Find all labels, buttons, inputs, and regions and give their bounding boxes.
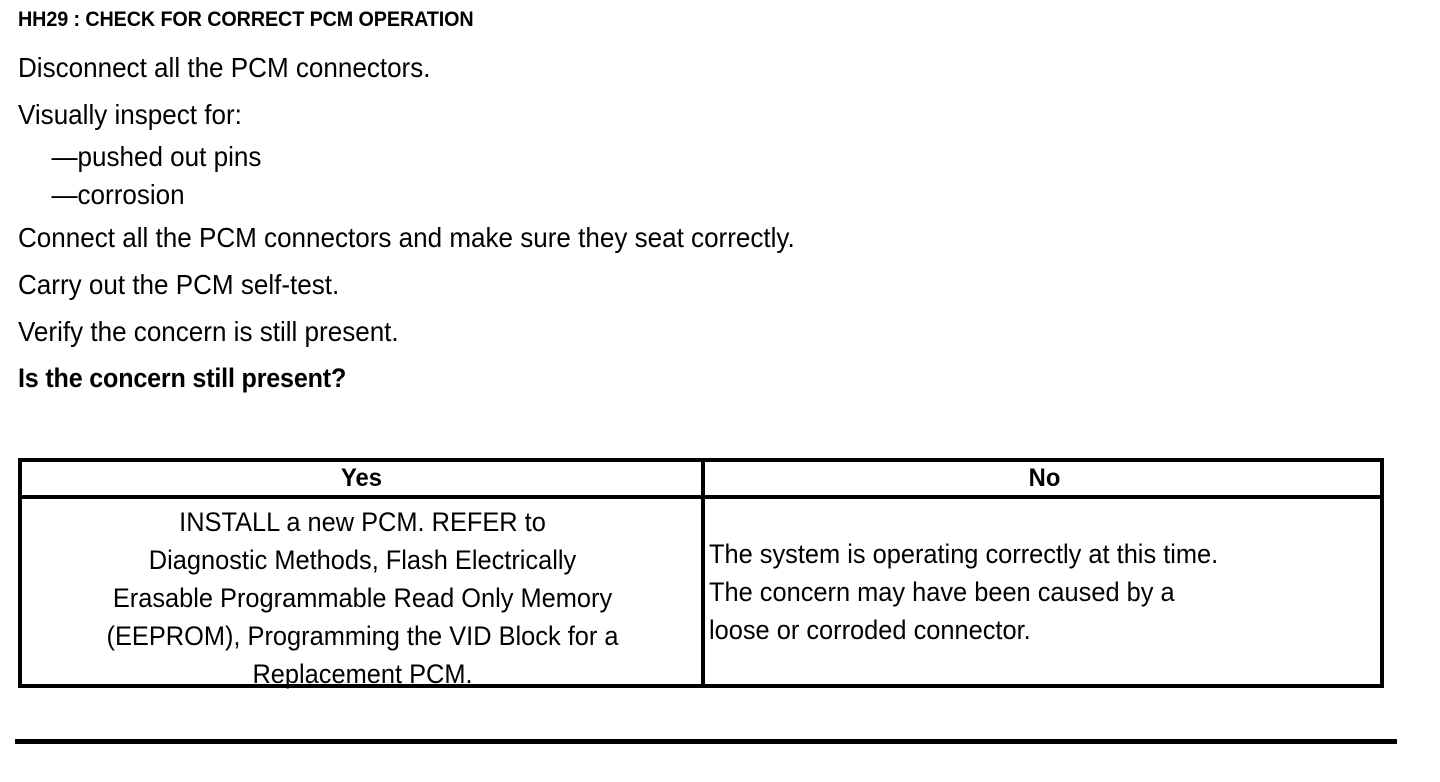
instruction-sub-item: —corrosion <box>51 179 185 210</box>
instruction-line: Disconnect all the PCM connectors. <box>18 52 431 83</box>
instruction-line: Carry out the PCM self-test. <box>18 269 340 300</box>
cell-text-line: The system is operating correctly at thi… <box>709 538 1219 569</box>
instruction-sub-item: —pushed out pins <box>51 141 262 172</box>
cell-text-line: loose or corroded connector. <box>709 614 1031 645</box>
column-divider <box>701 462 705 684</box>
cell-text-line: The concern may have been caused by a <box>709 576 1175 607</box>
cell-text-line: (EEPROM), Programming the VID Block for … <box>106 621 619 651</box>
column-header-no: No <box>1028 464 1061 492</box>
instruction-line: Visually inspect for: <box>18 99 242 130</box>
decision-question: Is the concern still present? <box>18 363 347 393</box>
table-cell-yes: INSTALL a new PCM. REFER to Diagnostic M… <box>22 499 701 689</box>
instruction-line: Connect all the PCM connectors and make … <box>18 222 795 253</box>
cell-text-line: INSTALL a new PCM. REFER to <box>179 507 546 537</box>
instruction-line: Verify the concern is still present. <box>18 316 399 347</box>
cell-text-line: Replacement PCM. <box>252 659 473 689</box>
instruction-list: Disconnect all the PCM connectors. Visua… <box>18 44 1358 402</box>
column-header-yes: Yes <box>341 464 382 492</box>
footer-rule <box>15 739 1397 744</box>
cell-text-line: Erasable Programmable Read Only Memory <box>112 583 613 613</box>
page-title: HH29 : CHECK FOR CORRECT PCM OPERATION <box>18 8 474 31</box>
decision-table: Yes No INSTALL a new PCM. REFER to Diagn… <box>18 458 1384 689</box>
table-cell-no: The system is operating correctly at thi… <box>705 499 1384 684</box>
cell-text-line: Diagnostic Methods, Flash Electrically <box>148 545 577 575</box>
